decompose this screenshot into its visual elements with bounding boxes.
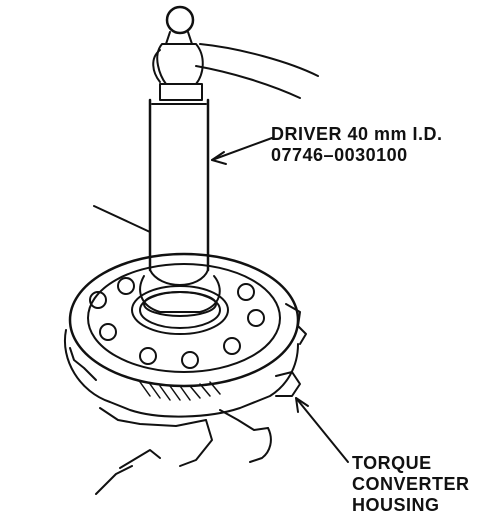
housing-label-line2: CONVERTER — [352, 474, 470, 494]
driver-callout: DRIVER 40 mm I.D. 07746–0030100 — [271, 124, 443, 166]
gear-teeth — [139, 381, 221, 401]
bolt-hole — [181, 351, 199, 369]
driver-label-line1: DRIVER 40 mm I.D. — [271, 124, 443, 144]
driver-tool — [139, 5, 221, 317]
hammer-illustration — [152, 43, 319, 99]
leader-line-left — [93, 205, 151, 233]
gear-assembly — [63, 252, 307, 495]
housing-arrow — [295, 397, 349, 463]
inner-ring — [87, 263, 281, 373]
housing-label-line1: TORQUE — [352, 453, 432, 473]
bolt-hole — [99, 323, 117, 341]
driver-arrow — [211, 137, 273, 165]
housing-label-line3: HOUSING — [352, 495, 440, 515]
bolt-hole — [117, 277, 135, 295]
bolt-hole — [223, 337, 241, 355]
housing-callout: TORQUE CONVERTER HOUSING — [352, 453, 470, 516]
handle-knob — [165, 5, 195, 35]
bolt-hole — [139, 347, 157, 365]
bolt-hole — [237, 283, 255, 301]
housing-outline — [63, 329, 299, 418]
bolt-hole — [89, 291, 107, 309]
driver-label-line2: 07746–0030100 — [271, 145, 408, 165]
seal-ring — [131, 285, 229, 335]
bolt-hole — [247, 309, 265, 327]
